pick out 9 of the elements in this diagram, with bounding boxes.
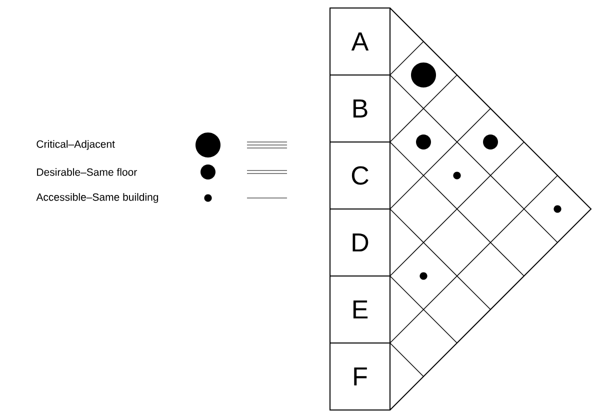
legend-text: Desirable–Same floor (37, 168, 137, 176)
row-label-box: D (330, 208, 390, 276)
row-label-box: E (330, 276, 390, 344)
legend-text: Critical–Adjacent (36, 140, 115, 150)
row-label-box: F (330, 342, 390, 410)
row-label-box: C (330, 142, 390, 210)
row-label-box: A (330, 8, 390, 76)
legend-text: Accessible–Same building (36, 193, 158, 203)
row-label-box: B (330, 74, 390, 142)
